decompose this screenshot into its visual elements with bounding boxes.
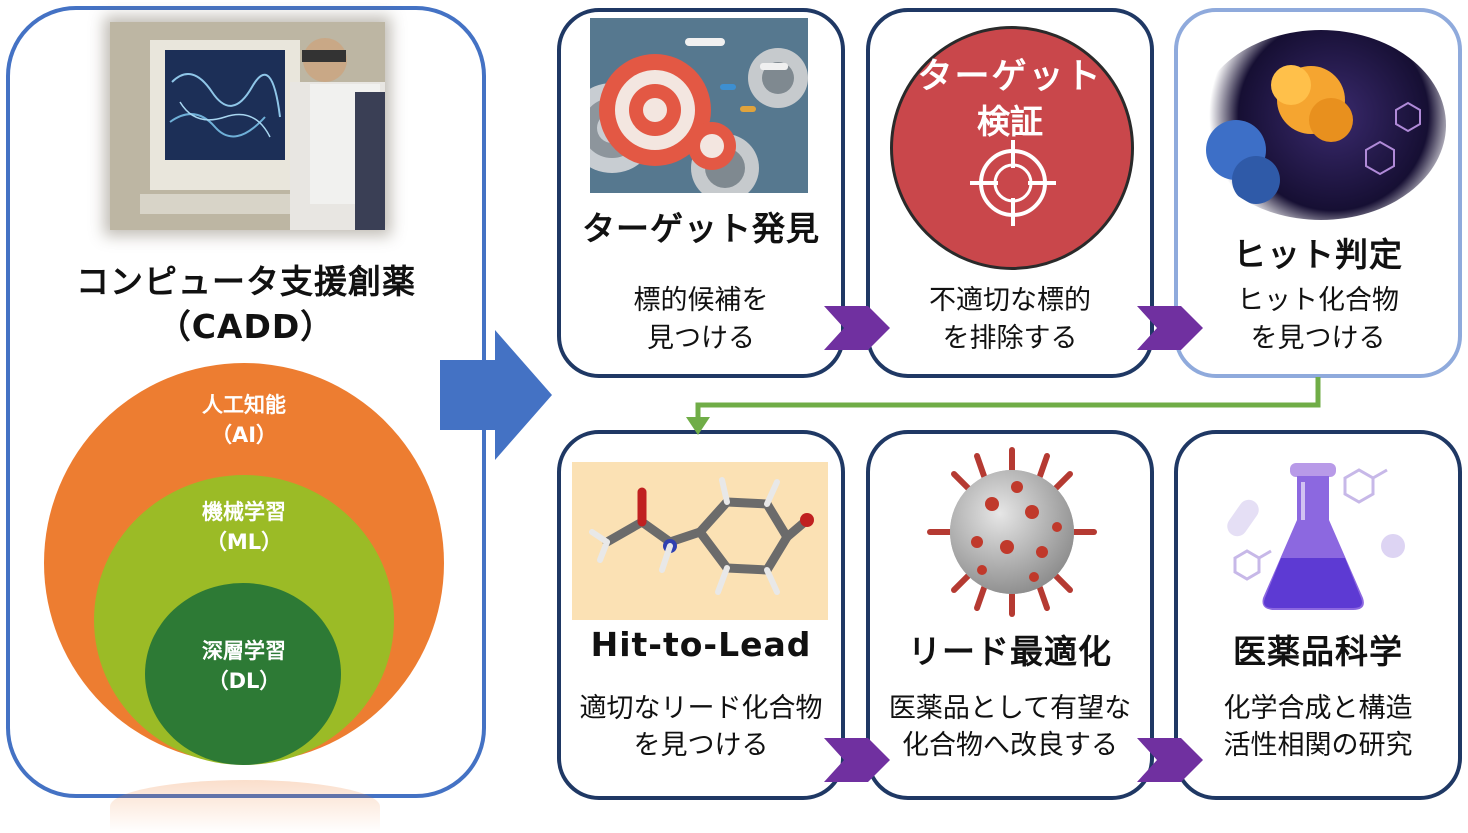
dl-circle	[145, 583, 341, 765]
step-desc-line1: 不適切な標的	[929, 285, 1091, 316]
step-title-pharmaceutical-science: 医薬品科学	[1233, 632, 1403, 671]
circle-reflection	[110, 780, 380, 833]
chevron-right-icon	[824, 306, 890, 350]
step-desc-line2: を排除する	[942, 323, 1078, 354]
ml-abbr: （ML）	[205, 530, 283, 554]
step-desc-line1: ヒット化合物	[1237, 285, 1399, 316]
researcher-at-computer-photo	[110, 22, 385, 230]
crosshair-icon	[970, 140, 1056, 226]
step-desc-line2: 見つける	[647, 323, 755, 354]
step-desc-line1: 化学合成と構造	[1223, 693, 1413, 724]
badge-line2: 検証	[977, 102, 1043, 141]
step-desc-line1: 標的候補を	[633, 285, 769, 316]
return-connector-arrow	[686, 377, 1321, 435]
step-desc-line2: 活性相関の研究	[1223, 730, 1413, 761]
step-desc-line1: 医薬品として有望な	[888, 693, 1132, 724]
chevron-right-icon	[1137, 306, 1203, 350]
ai-label: 人工知能	[202, 393, 286, 417]
step-desc-line1: 適切なリード化合物	[579, 693, 823, 724]
dl-label: 深層学習	[202, 639, 286, 663]
step-desc-line2: 化合物へ改良する	[902, 730, 1118, 761]
badge-line1: ターゲット	[917, 57, 1103, 97]
protein-structure-image	[1196, 30, 1446, 220]
ml-label: 機械学習	[202, 500, 286, 524]
cadd-abbreviation: （CADD）	[157, 307, 335, 346]
ai-abbr: （AI）	[210, 423, 278, 447]
step-desc-line2: を見つける	[1250, 323, 1386, 354]
step-title-hit-to-lead: Hit-to-Lead	[590, 625, 812, 664]
step-title-hit-determination: ヒット判定	[1233, 235, 1403, 274]
step-desc-line2: を見つける	[633, 730, 769, 761]
target-discovery-image	[590, 18, 808, 193]
cadd-title: コンピュータ支援創薬	[76, 262, 416, 301]
chevron-right-icon	[1137, 738, 1203, 782]
step-title-lead-optimization: リード最適化	[908, 632, 1112, 671]
step-title-target-discovery: ターゲット発見	[582, 209, 820, 248]
chevron-right-icon	[824, 738, 890, 782]
flask-image	[1227, 463, 1405, 610]
molecule-model-image	[572, 462, 828, 620]
virus-image	[927, 447, 1097, 617]
right-arrow-icon	[440, 330, 552, 460]
dl-abbr: （DL）	[207, 669, 281, 693]
